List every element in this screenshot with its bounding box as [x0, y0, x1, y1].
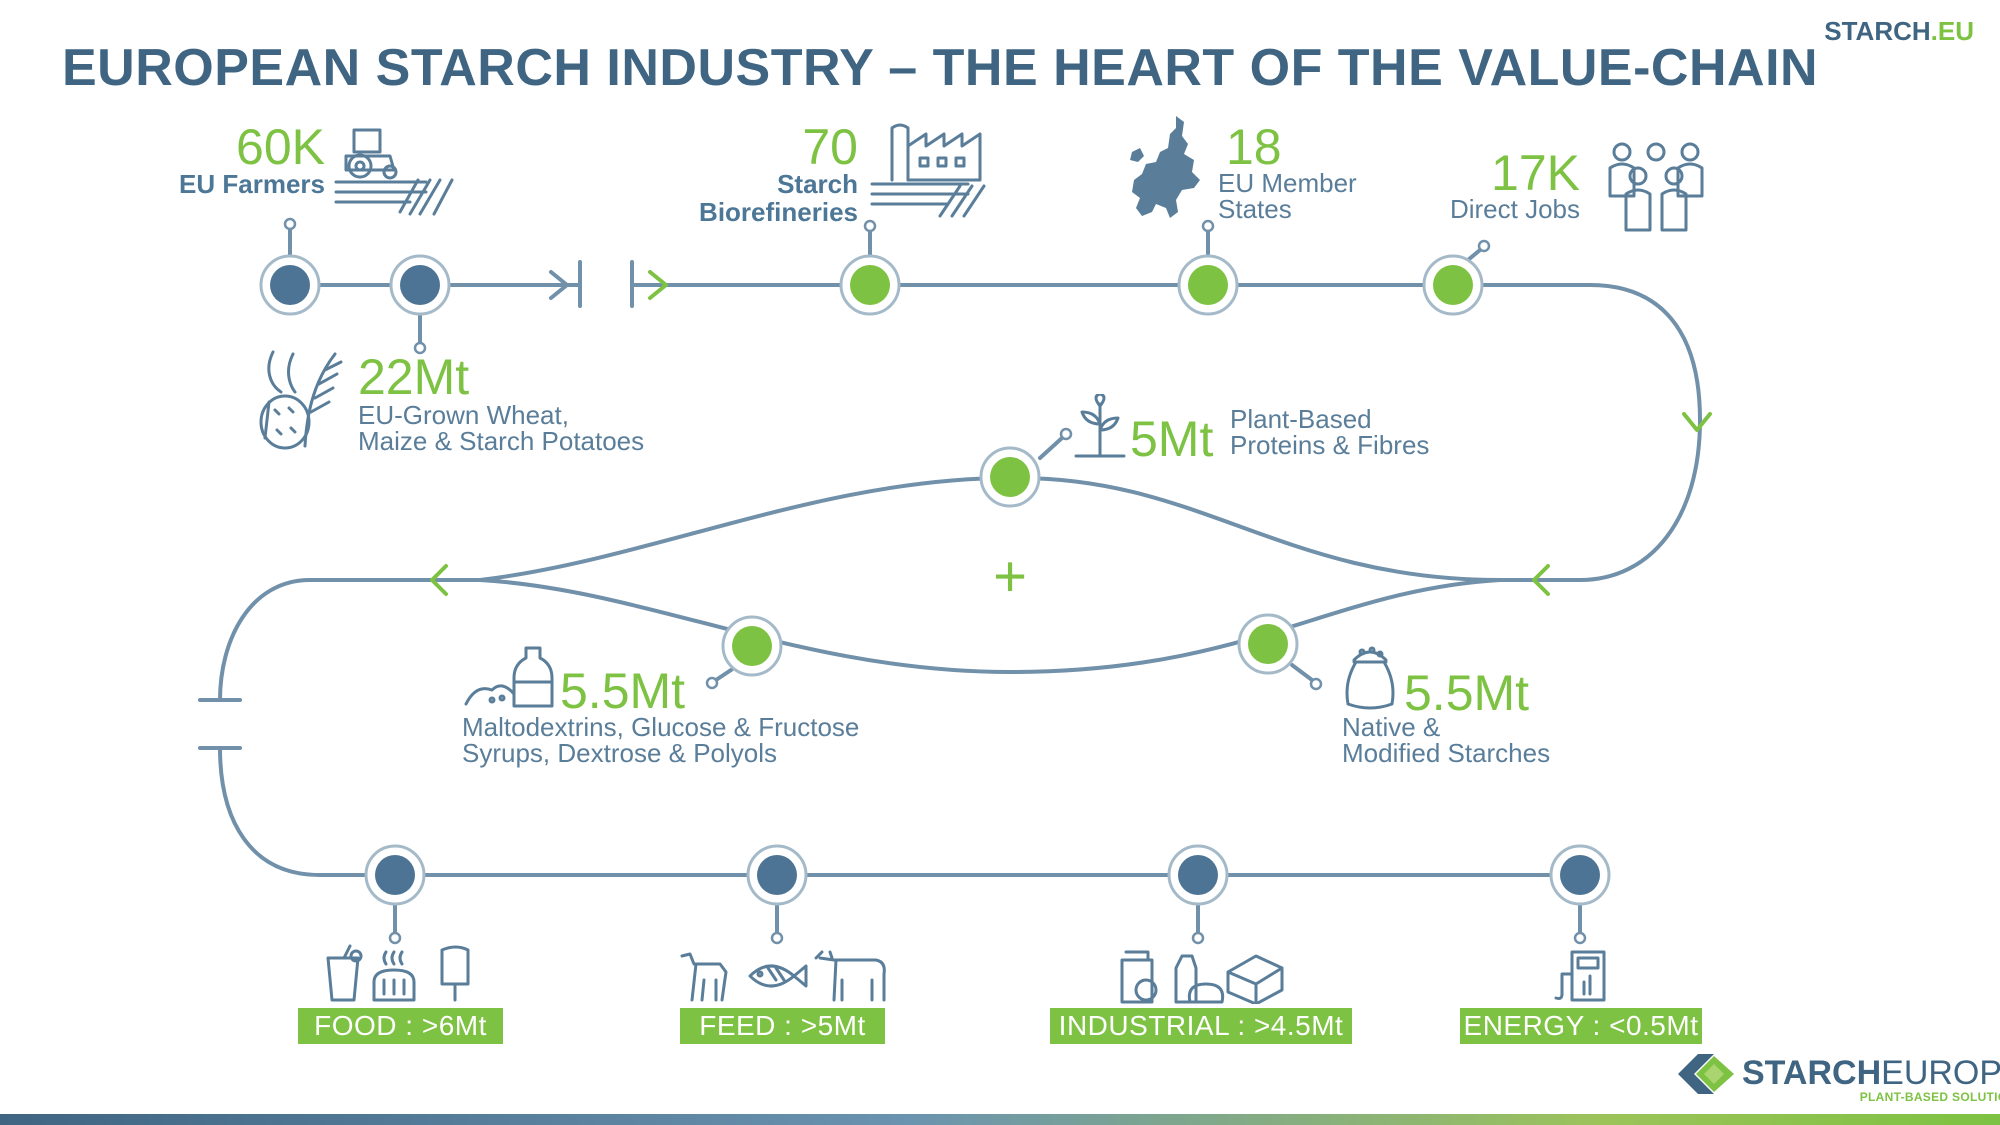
feed-animals-icon	[680, 950, 886, 1002]
sweeteners-label-line1: Maltodextrins, Glucose & Fructose	[462, 712, 860, 742]
node-feed	[746, 844, 808, 906]
node-industrial	[1167, 844, 1229, 906]
syrup-bottle-icon	[464, 646, 554, 708]
node-food	[364, 844, 426, 906]
node-starches	[1237, 613, 1299, 675]
node-member-states	[1177, 254, 1239, 316]
biorefineries-label-line2: Biorefineries	[699, 197, 858, 227]
flow-line-left-loop	[218, 746, 1582, 877]
brand-wordmark[interactable]: STARCH.EU	[1824, 16, 1974, 47]
proteins-label-line2: Proteins & Fibres	[1230, 430, 1430, 460]
logo-tagline: PLANT-BASED SOLUTIONS	[1859, 1090, 2000, 1104]
logo-text-light: EUROPE	[1881, 1054, 2000, 1092]
flow-branch-lower	[478, 578, 1502, 675]
flow-line-top	[630, 283, 1703, 582]
starch-sack-icon	[1345, 646, 1395, 710]
proteins-label-line1: Plant-Based	[1230, 404, 1372, 434]
fuel-pump-icon	[1554, 950, 1606, 1002]
starches-value: 5.5Mt	[1404, 665, 1530, 721]
node-energy	[1549, 844, 1611, 906]
tractor-icon	[334, 128, 454, 216]
jobs-value: 17K	[1491, 145, 1580, 201]
node-proteins	[979, 446, 1041, 508]
jobs-label: Direct Jobs	[1449, 194, 1580, 224]
flow-line-left-loop	[218, 578, 482, 702]
sweeteners-label-line2: Syrups, Dextrose & Polyols	[462, 738, 778, 768]
flow-arrow	[430, 564, 448, 596]
biorefineries-label-line1: Starch	[777, 169, 858, 199]
farmers-value: 60K	[236, 119, 325, 175]
starch-europe-logo[interactable]: STARCHEUROPE PLANT-BASED SOLUTIONS	[1742, 1056, 2000, 1104]
flow-arrow	[1682, 412, 1712, 432]
flow-arrow	[648, 270, 668, 300]
crops-value: 22Mt	[358, 349, 470, 405]
member-states-value: 18	[1226, 119, 1282, 175]
brand-domain: .EU	[1930, 16, 1974, 46]
biorefineries-value: 70	[802, 119, 858, 175]
member-states-label-line2: States	[1218, 194, 1292, 224]
node-biorefineries	[839, 254, 901, 316]
green-nodes	[721, 254, 1484, 677]
blue-nodes	[259, 254, 1611, 906]
market-feed-badge: FEED : >5Mt	[680, 1008, 885, 1044]
crops-label-line1: EU-Grown Wheat,	[358, 400, 569, 430]
node-crops	[389, 254, 451, 316]
proteins-value: 5Mt	[1130, 411, 1214, 467]
market-energy-badge: ENERGY : <0.5Mt	[1460, 1008, 1702, 1044]
starches-label-line1: Native &	[1342, 712, 1441, 742]
node-jobs	[1422, 254, 1484, 316]
flow-arrow	[549, 270, 569, 300]
member-states-label-line1: EU Member	[1218, 168, 1357, 198]
food-icon	[326, 944, 470, 1002]
crops-label-line2: Maize & Starch Potatoes	[358, 426, 645, 456]
people-icon	[1608, 142, 1704, 232]
page-title: EUROPEAN STARCH INDUSTRY – THE HEART OF …	[62, 39, 1819, 97]
factory-icon	[870, 123, 986, 218]
node-farmers	[259, 254, 321, 316]
logo-text-bold: STARCH	[1742, 1054, 1882, 1092]
starches-label-line2: Modified Starches	[1342, 738, 1551, 768]
farmers-label: EU Farmers	[179, 169, 325, 199]
plus-sign: +	[993, 544, 1027, 609]
market-industrial-badge: INDUSTRIAL : >4.5Mt	[1050, 1008, 1352, 1044]
brand-main: STARCH	[1824, 16, 1931, 46]
flow-arrow	[1532, 564, 1550, 596]
industrial-products-icon	[1120, 950, 1284, 1004]
market-food-badge: FOOD : >6Mt	[298, 1008, 503, 1044]
node-sweeteners	[721, 615, 783, 677]
sweeteners-value: 5.5Mt	[560, 663, 686, 719]
crops-icon	[259, 350, 343, 450]
footer-gradient-bar	[0, 1114, 2000, 1125]
sprout-icon	[1074, 394, 1126, 458]
europe-map-icon	[1130, 116, 1200, 218]
starch-europe-logo-icon	[1678, 1054, 1734, 1094]
